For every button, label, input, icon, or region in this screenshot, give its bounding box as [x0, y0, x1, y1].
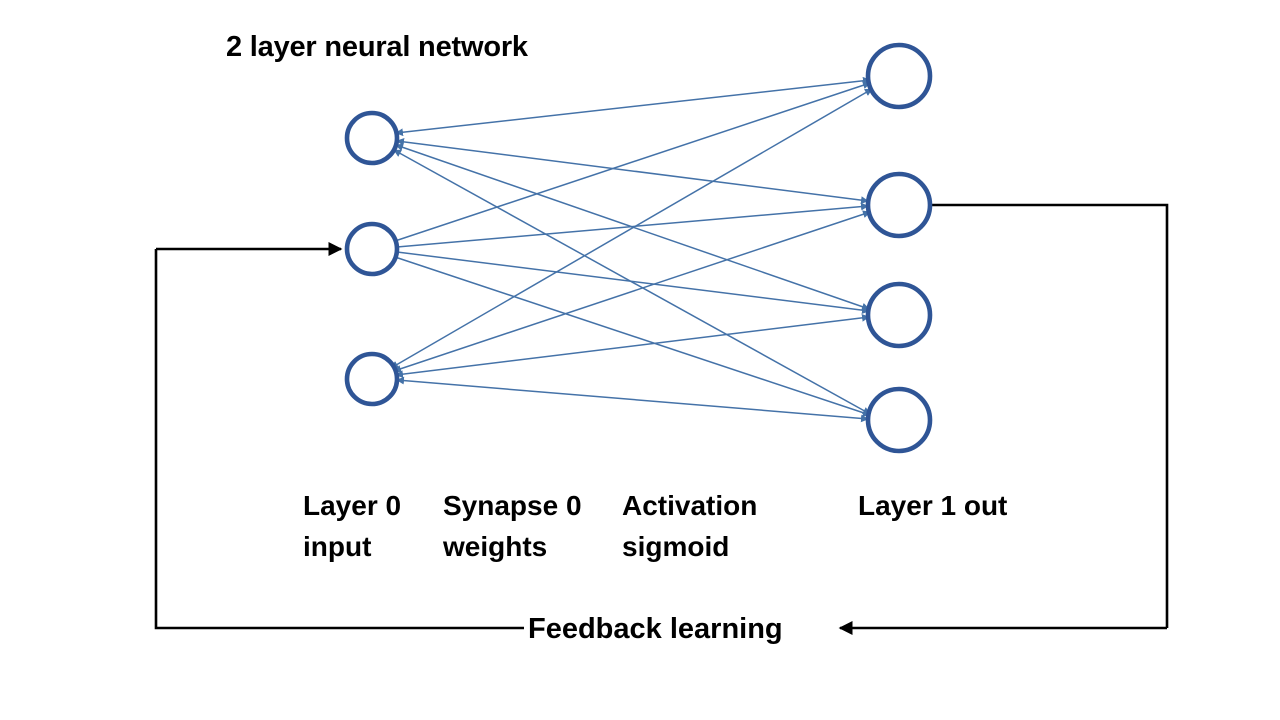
label-activation-sigmoid: Activation sigmoid: [622, 490, 758, 562]
feedback-path-right: [931, 203, 1169, 628]
page-title: 2 layer neural network: [226, 31, 528, 63]
feedback-path-bottom-left: [154, 249, 524, 630]
label-layer-0-input: Layer 0 input: [303, 490, 402, 562]
layer-1-nodes-group: [865, 42, 933, 454]
node-layer1-2[interactable]: [865, 281, 933, 349]
label-feedback-learning: Feedback learning: [528, 613, 783, 645]
edge-L0N2-L1N3: [396, 376, 869, 423]
label-synapse-0-weights: Synapse 0 weights: [443, 490, 582, 562]
edge-L0N1-L1N1: [396, 202, 869, 248]
node-layer1-1[interactable]: [865, 171, 933, 239]
layer-0-nodes-group: [344, 110, 400, 407]
label-layer-1-out: Layer 1 out: [858, 490, 1008, 521]
node-layer0-2[interactable]: [344, 351, 400, 407]
node-layer1-0[interactable]: [865, 42, 933, 110]
node-layer0-1[interactable]: [344, 221, 400, 277]
edge-L0N2-L1N2: [395, 313, 870, 379]
feedback-loop-group: [154, 203, 1169, 636]
synapse-edges-group: [390, 76, 873, 423]
edge-L0N2-L1N1: [393, 210, 871, 373]
node-layer0-0[interactable]: [344, 110, 400, 166]
node-layer1-3[interactable]: [865, 386, 933, 454]
edge-L0N0-L1N1: [396, 138, 869, 204]
